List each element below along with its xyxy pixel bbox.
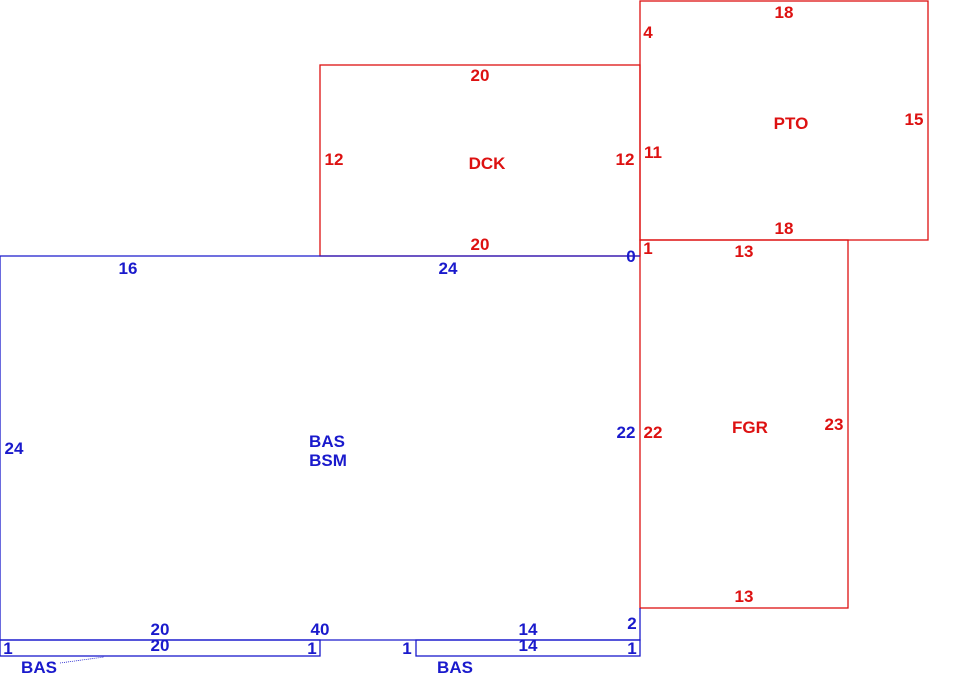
pto-right-dimension: 15: [905, 110, 924, 129]
pto-top-dimension: 18: [775, 3, 794, 22]
dck-area-label: DCK: [469, 154, 507, 173]
bas-right-strip-outline[interactable]: [415, 639, 641, 657]
dck-right-dimension: 12: [616, 150, 635, 169]
dck-left-dimension: 12: [325, 150, 344, 169]
fgr-right-dimension: 23: [825, 415, 844, 434]
bas-bottom-corner-dimension: 2: [627, 614, 636, 633]
dck-top-dimension: 20: [471, 66, 490, 85]
pto-bottom-dimension: 18: [775, 219, 794, 238]
bas-bottom-mid-dimension: 40: [311, 620, 330, 639]
fgr-outline[interactable]: [639, 239, 849, 609]
strip-right-top-dimension: 14: [519, 636, 538, 655]
bas-bottom-right-dimension: 14: [519, 620, 538, 639]
fgr-top-dimension: 13: [735, 242, 754, 261]
strip-left-top-dimension: 20: [151, 636, 170, 655]
bas-top-left-dimension: 16: [119, 259, 138, 278]
bas-left-dimension: 24: [5, 439, 24, 458]
bas-right-dimension: 22: [617, 423, 636, 442]
bas-top-right-dimension: 24: [439, 259, 458, 278]
fgr-area-label: FGR: [732, 418, 768, 437]
fgr-bottom-dimension: 13: [735, 587, 754, 606]
strip-right-end-right-dimension: 1: [627, 639, 636, 658]
bas-left-strip-outline[interactable]: [0, 639, 321, 657]
fgr-left-tick-dimension: 1: [643, 239, 652, 258]
dck-bottom-dimension: 20: [471, 235, 490, 254]
bsm-area-label: BSM: [309, 451, 347, 470]
strip-left-end-left-dimension: 1: [3, 639, 12, 658]
bas-main-outline[interactable]: [0, 255, 641, 641]
fgr-left-dimension: 22: [644, 423, 663, 442]
pto-left-upper-dimension: 4: [643, 23, 653, 42]
strip-right-end-left-dimension: 1: [402, 639, 411, 658]
bas-area-label: BAS: [309, 432, 345, 451]
bas-top-corner-dimension: 0: [626, 247, 635, 266]
bas-leader-line: [59, 656, 105, 664]
bas-right-strip-label: BAS: [437, 658, 473, 677]
pto-left-lower-dimension: 11: [644, 143, 662, 162]
pto-area-label: PTO: [774, 114, 809, 133]
bas-bottom-left-dimension: 20: [151, 620, 170, 639]
bas-left-strip-label: BAS: [21, 658, 57, 677]
strip-left-end-right-dimension: 1: [307, 639, 316, 658]
